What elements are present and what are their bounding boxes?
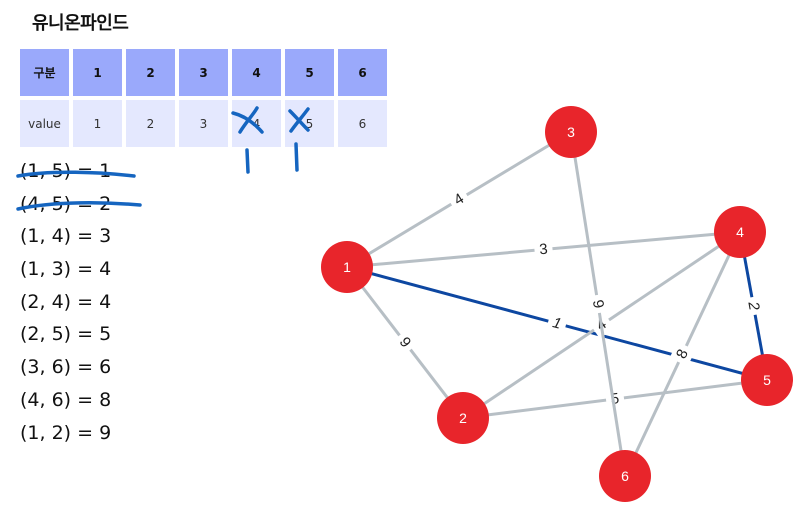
cross-mark <box>289 107 310 133</box>
table-header-row: 구분 1 2 3 4 5 6 <box>20 49 387 96</box>
edge-list-item: (1, 4) = 3 <box>20 225 112 248</box>
edge-weight-label: 5 <box>610 390 620 408</box>
graph-node-label: 2 <box>459 410 467 426</box>
graph-node-5 <box>741 354 793 406</box>
page-title: 유니온파인드 <box>32 13 129 34</box>
graph-node-label: 1 <box>343 259 351 275</box>
edge-list-item: (1, 2) = 9 <box>20 421 112 444</box>
pointer-stroke <box>245 148 250 174</box>
table-header-cell: 5 <box>285 49 334 96</box>
edge-list-item: (2, 4) = 4 <box>20 290 112 313</box>
graph-node-label: 4 <box>736 224 744 240</box>
table-header-cell: 4 <box>232 49 281 96</box>
cross-mark <box>238 106 259 134</box>
edge-weight-background <box>533 238 554 261</box>
strike-mark <box>16 170 136 178</box>
edge-list: (1, 5) = 1 (4, 5) = 2 (1, 4) = 3 (1, 3) … <box>20 155 111 449</box>
edge-list-item: (2, 5) = 5 <box>20 323 112 346</box>
table-value-cell: 1 <box>73 100 122 147</box>
graph-node-label: 3 <box>567 124 575 140</box>
table-header-cell: 구분 <box>20 49 69 96</box>
table-value-cell: 5 <box>285 100 334 147</box>
table-value-cell: value <box>20 100 69 147</box>
edge-list-item: (1, 3) = 4 <box>20 258 112 281</box>
graph-node-label: 6 <box>621 468 629 484</box>
table-header-cell: 1 <box>73 49 122 96</box>
table-value-cell: 3 <box>179 100 228 147</box>
edge-weight-background <box>586 293 610 315</box>
edge-weight-background <box>669 341 696 367</box>
table-value-row: value 1 2 3 4 5 6 <box>20 100 387 147</box>
edge-list-item: (3, 6) = 6 <box>20 356 112 379</box>
edge-weight-background <box>742 295 765 317</box>
edge-weight-label: 9 <box>589 299 607 310</box>
graph-node-6 <box>599 450 651 502</box>
graph-node-label: 5 <box>763 372 771 388</box>
edge-weight-background <box>391 329 419 356</box>
strike-mark <box>16 201 142 211</box>
edge-weight-background <box>446 186 472 213</box>
edge-weight-background <box>545 311 569 336</box>
edge-list-item: (4, 6) = 8 <box>20 388 112 411</box>
edge-weight-label: 2 <box>744 299 763 312</box>
edge-weight-label: 3 <box>539 241 549 259</box>
graph-node-2 <box>437 392 489 444</box>
graph-node-4 <box>714 206 766 258</box>
graph-node-1 <box>321 241 373 293</box>
graph-node-3 <box>545 106 597 158</box>
table-header-cell: 6 <box>338 49 387 96</box>
edge-weight-background <box>604 387 626 411</box>
table-header-cell: 2 <box>126 49 175 96</box>
table-header-cell: 3 <box>179 49 228 96</box>
table-value-cell: 2 <box>126 100 175 147</box>
pointer-stroke <box>294 142 299 172</box>
table-value-cell: 6 <box>338 100 387 147</box>
union-find-table: 구분 1 2 3 4 5 6 value 1 2 3 4 5 6 <box>16 45 391 151</box>
